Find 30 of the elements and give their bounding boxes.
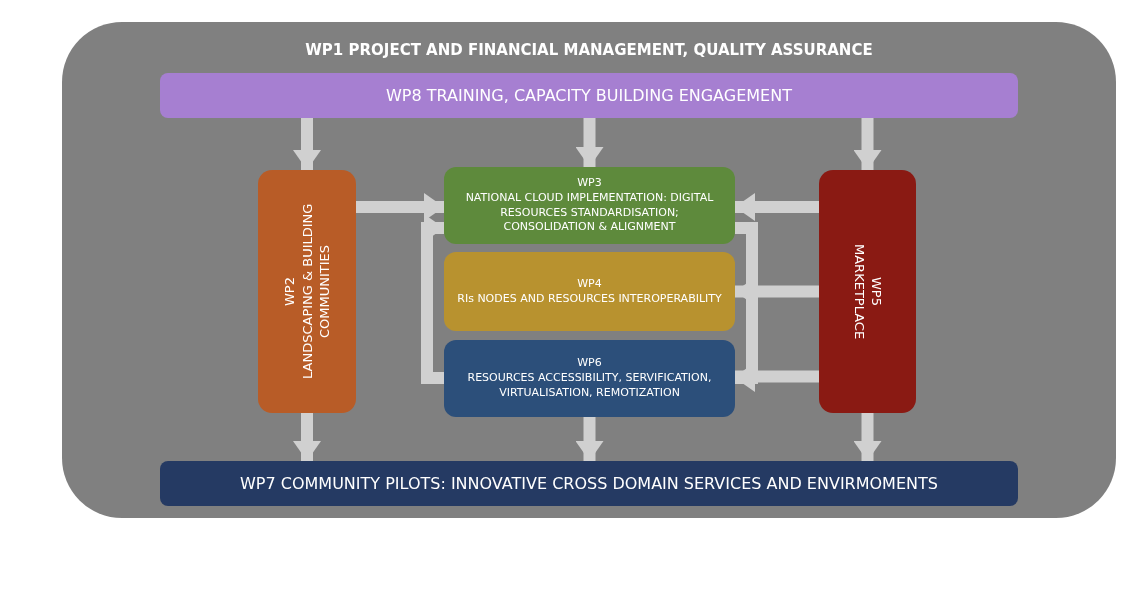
package-number: WP2	[280, 277, 298, 306]
arrow	[735, 222, 758, 392]
package-title: WP7 COMMUNITY PILOTS: INNOVATIVE CROSS DOMAIN SERVICES AND ENVIRMOMENTS	[240, 472, 938, 495]
arrow	[293, 413, 321, 461]
arrow	[293, 118, 321, 170]
work-package-box	[160, 73, 1018, 118]
package-title: WP1 PROJECT AND FINANCIAL MANAGEMENT, QUALITY ASSURANCE	[305, 40, 873, 61]
arrow	[421, 214, 444, 384]
program-panel	[62, 22, 1116, 518]
package-number: WP4	[577, 276, 602, 292]
package-title: NATIONAL CLOUD IMPLEMENTATION: DIGITAL RESOURCES STANDARDISATION; CONSOLIDATION & ALIGNMENT	[464, 190, 715, 236]
package-title: MARKETPLACE	[850, 243, 868, 340]
package-title: RIs NODES AND RESOURCES INTEROPERABILITY	[457, 291, 722, 307]
package-number: WP6	[577, 356, 602, 372]
package-title: WP8 TRAINING, CAPACITY BUILDING ENGAGEMENT	[386, 84, 792, 107]
arrow	[575, 118, 604, 167]
work-package-box	[819, 170, 916, 413]
work-package-box	[258, 170, 356, 413]
package-title: RESOURCES ACCESSIBILITY, SERVIFICATION, VIRTUALISATION, REMOTIZATION	[466, 371, 713, 401]
work-package-box	[444, 340, 735, 417]
arrow	[575, 417, 604, 461]
work-package-box	[444, 167, 735, 244]
package-number: WP5	[868, 277, 886, 306]
work-package-box	[444, 252, 735, 331]
arrow	[853, 413, 882, 461]
arrow	[735, 193, 819, 221]
arrow	[853, 118, 882, 170]
work-package-box	[160, 461, 1018, 506]
package-number: WP3	[577, 175, 602, 191]
package-title: LANDSCAPING & BUILDING COMMUNITIES	[298, 202, 333, 382]
